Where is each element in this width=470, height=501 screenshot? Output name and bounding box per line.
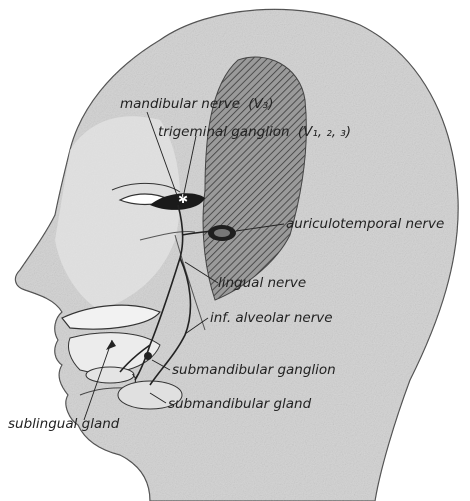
- label-trigeminal-ganglion: trigeminal ganglion (V₁, ₂, ₃): [158, 124, 351, 140]
- submandibular-ganglion: [144, 352, 152, 360]
- svg-text:✱: ✱: [178, 192, 188, 206]
- sublingual-gland: [86, 367, 134, 383]
- label-sublingual-gland: sublingual gland: [8, 416, 120, 432]
- label-lingual-nerve: lingual nerve: [218, 275, 306, 291]
- label-mandibular-nerve: mandibular nerve (V₃): [120, 96, 273, 112]
- label-submandibular-gland: submandibular gland: [168, 396, 312, 412]
- label-auriculotemporal-nerve: auriculotemporal nerve: [286, 216, 444, 232]
- svg-text:Y: Y: [131, 372, 139, 385]
- label-inf-alveolar-nerve: inf. alveolar nerve: [210, 310, 333, 326]
- label-submandibular-ganglion: submandibular ganglion: [172, 362, 336, 378]
